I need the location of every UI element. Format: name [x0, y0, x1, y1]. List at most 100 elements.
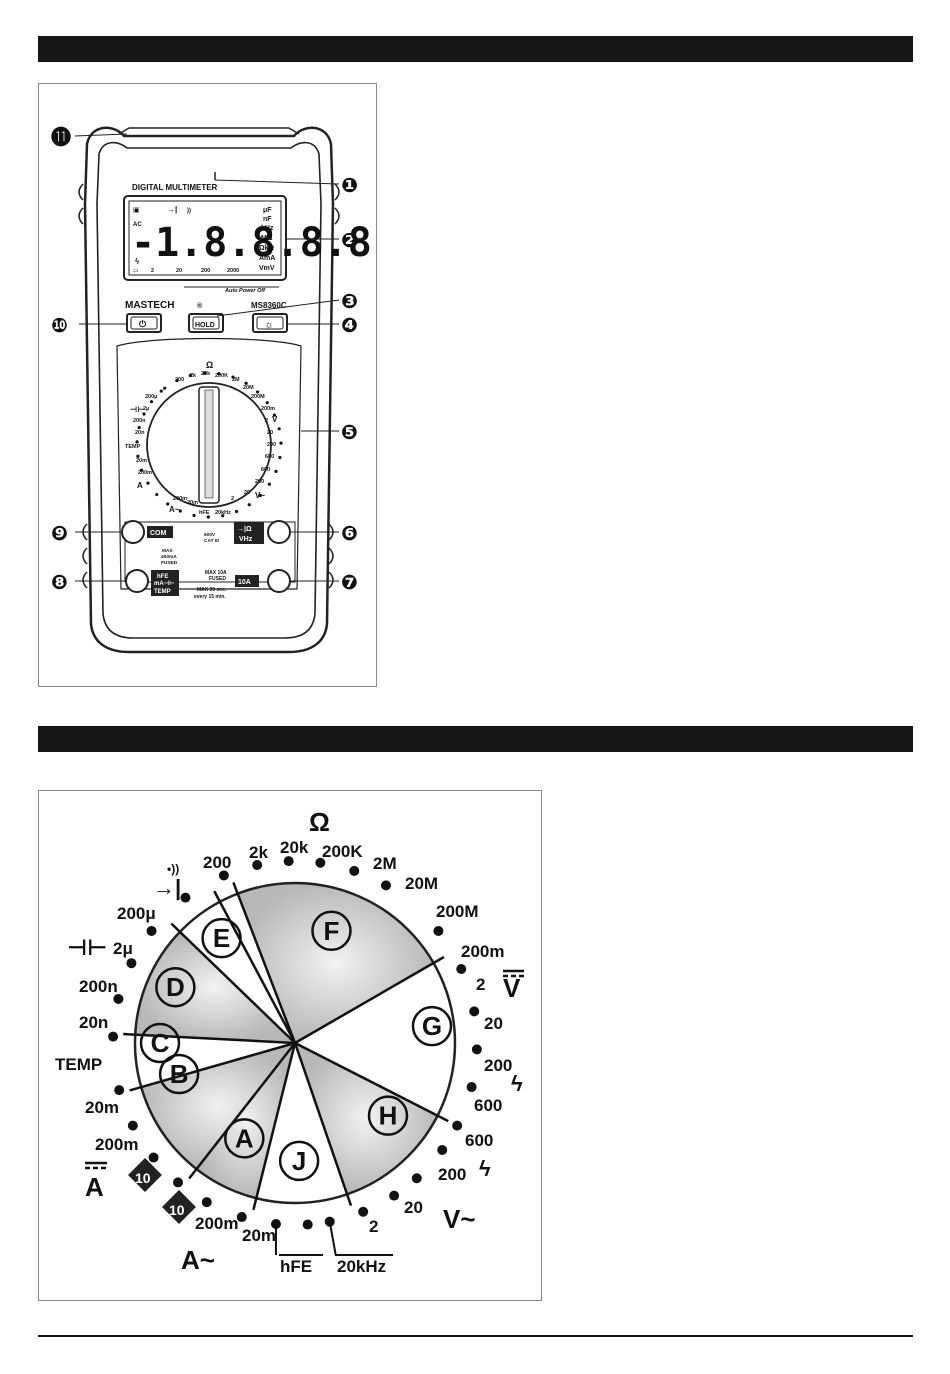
backlight-button[interactable]: ☼: [252, 313, 288, 333]
dial-dot: [206, 515, 210, 519]
hold-label: HOLD: [195, 322, 215, 329]
lcd-battery-glyph: ▭: [133, 268, 139, 274]
dial-label: 200m: [138, 470, 152, 476]
zone-letter: F: [324, 916, 340, 946]
dial-dot: [113, 993, 124, 1004]
callout-6: ❻: [341, 523, 358, 545]
lcd-beep-glyph: )): [187, 208, 191, 214]
hold-button[interactable]: HOLD: [188, 313, 224, 333]
dial-dot: [469, 1006, 480, 1017]
dial-dot: [203, 371, 207, 375]
dial-dot: [277, 427, 281, 431]
acv-range: 20: [404, 1198, 423, 1217]
dial-dot: [137, 425, 141, 430]
zone-g: G: [411, 1005, 453, 1047]
dial-label: V~: [255, 491, 265, 500]
dial-label: 600: [265, 454, 274, 460]
lcd-unit: μF: [263, 207, 272, 214]
ohm-symbol: Ω: [309, 807, 330, 837]
dial-label: A~: [169, 505, 180, 514]
aca-range: 20m: [242, 1226, 276, 1245]
dial-dot: [358, 1206, 369, 1217]
lcd-unit: nF: [263, 216, 272, 223]
warn-ma-1: MAX: [162, 548, 173, 554]
dial-label: 2M: [232, 377, 240, 383]
dial-dot: [324, 1216, 335, 1227]
dcv-range: 2: [476, 975, 485, 994]
dial-spoke: [129, 1041, 296, 1092]
com-jack[interactable]: COM: [121, 520, 173, 544]
callout-4: ❹: [341, 315, 358, 337]
cap-symbol: ⊣⊢: [130, 405, 145, 414]
dial-sector: [179, 901, 295, 1043]
callouts: ⓫ ❶ ❷ ❸ ❹ ❿ ❺ ❻ ❼ ❽ ❾: [51, 125, 358, 594]
dial-spoke: [293, 1042, 353, 1207]
dial-dot: [315, 857, 326, 868]
lcd-bolt-glyph: ϟ: [135, 257, 140, 266]
dial-label: 20n: [135, 430, 145, 436]
dial-label: 200: [255, 479, 264, 485]
dial-label: 200m: [173, 496, 187, 502]
lcd-unit: MΩ: [261, 235, 273, 242]
dcv-range: 600: [474, 1096, 502, 1115]
dial-spoke: [123, 1032, 296, 1045]
dial-dot: [252, 859, 263, 870]
dial-dot: [146, 925, 157, 936]
dcv-range: 200: [484, 1056, 512, 1075]
dial-sector: [135, 1034, 295, 1088]
vohm-label-2: VHz: [239, 536, 253, 543]
zone-j: J: [278, 1140, 320, 1182]
lcd-hold-glyph: ▣: [133, 207, 140, 214]
zone-b: B: [158, 1053, 200, 1095]
dial-dot: [136, 454, 140, 458]
ma-jack[interactable]: hFE mA⊣⊢ TEMP: [125, 569, 179, 596]
ma-label-1: hFE: [157, 574, 168, 580]
zone-letter: J: [292, 1146, 306, 1176]
warn-10a-2: FUSED: [209, 576, 226, 582]
power-button[interactable]: ⏻: [126, 313, 162, 333]
dial-sector: [135, 931, 295, 1043]
warn-600v-2: CAT III: [204, 538, 220, 544]
dial-label: 200μ: [145, 394, 158, 400]
dial-position-dots: [108, 856, 482, 1256]
top-strip: [118, 127, 300, 135]
callout-1: ❶: [341, 175, 358, 197]
dial-dot: [471, 1044, 482, 1055]
meter-title: DIGITAL MULTIMETER: [132, 183, 218, 192]
vohm-jack[interactable]: →|Ω VHz: [234, 520, 291, 544]
dial-dot: [146, 481, 150, 485]
dial-dot: [217, 372, 221, 376]
dial-dot: [270, 1219, 281, 1230]
dial-dots: [135, 371, 283, 519]
section-header-bar-1: [38, 36, 913, 62]
ten-badge-text: 10: [169, 1202, 185, 1218]
zone-e: E: [201, 917, 242, 959]
dial-dot: [188, 373, 192, 378]
dial-dot: [437, 1144, 448, 1155]
hazard-bolt-dcv: ϟ: [511, 1071, 523, 1096]
dial-spoke: [294, 955, 445, 1045]
temp-label: TEMP: [55, 1055, 102, 1074]
cap-range: 2μ: [113, 939, 133, 958]
lcd-bezel: [123, 195, 287, 281]
dial-dot: [236, 1212, 247, 1223]
dial-dot: [108, 1031, 119, 1042]
callout-7: ❼: [341, 572, 358, 594]
dial-label: 2: [265, 418, 268, 424]
dial-dot: [411, 1173, 422, 1184]
power-icon: ⏻: [139, 319, 147, 329]
warn-ma-2: 400mA: [161, 554, 177, 560]
range-labels: Ω 200 2k 20k 200K 2M 20M 200M 200m 2 20 …: [55, 807, 524, 1276]
diode-symbol: →|: [153, 875, 181, 900]
freq-label: 20kHz: [337, 1257, 386, 1276]
dial-dot: [126, 958, 137, 969]
lcd-tick: 2: [151, 268, 154, 274]
dial-label: 20m: [187, 500, 198, 506]
dial-dot: [135, 440, 139, 444]
zone-letter: B: [170, 1059, 189, 1089]
com-label: COM: [150, 530, 167, 537]
lcd-tick: 200: [201, 268, 210, 274]
ohm-range: 2k: [249, 843, 268, 862]
dial-label: 200M: [251, 394, 265, 400]
